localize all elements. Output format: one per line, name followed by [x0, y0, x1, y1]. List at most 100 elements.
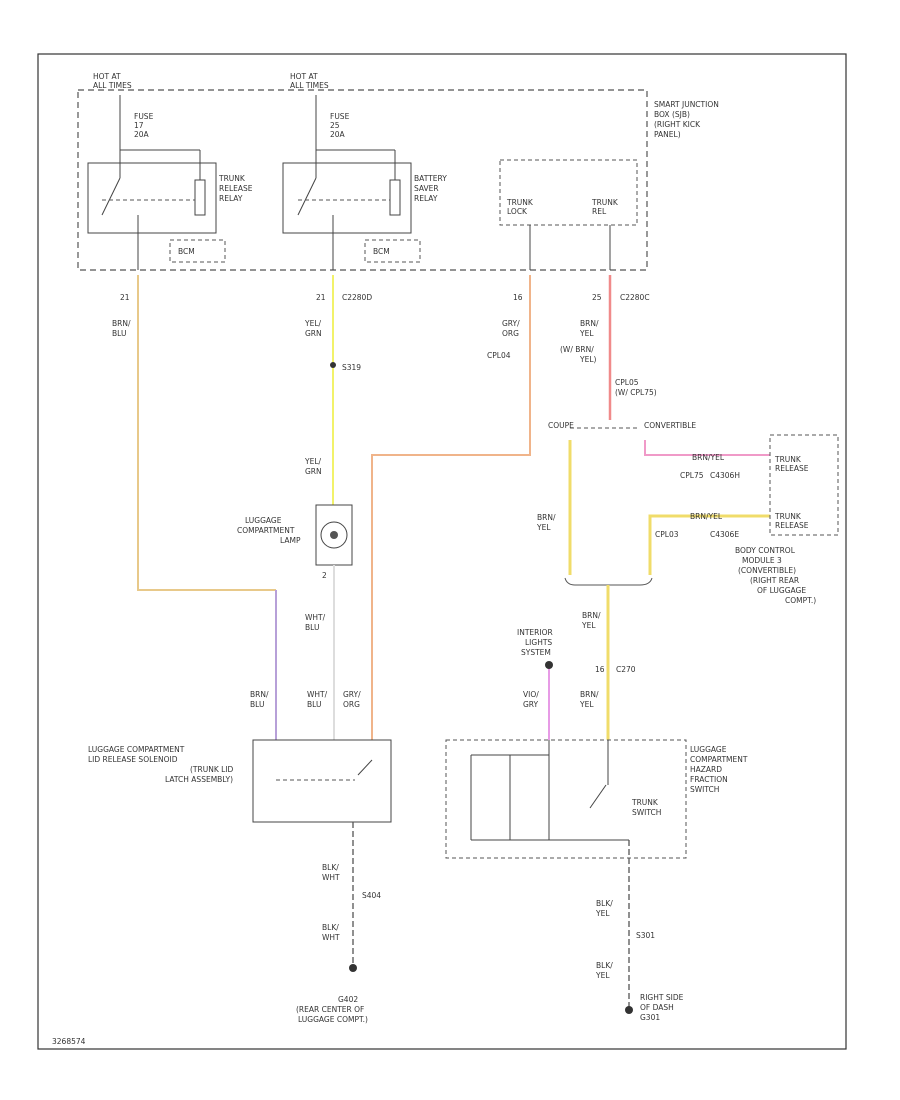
lbl-interior-a: INTERIOR [517, 628, 553, 637]
lbl-fuse2b: 25 [330, 121, 340, 130]
interior-dot [545, 661, 553, 669]
lbl-c2280d: C2280D [342, 293, 372, 302]
lbl-latch-b: LID RELEASE SOLENOID [88, 755, 178, 764]
lbl-relay1a: TRUNK [218, 174, 246, 183]
lbl-s301: S301 [636, 931, 655, 940]
lamp-bulb [320, 521, 348, 549]
lbl-w3b: ORG [502, 329, 519, 338]
lbl-latch-c: (TRUNK LID [190, 765, 234, 774]
splice-s319-dot [330, 362, 336, 368]
relay-2-coil [389, 179, 401, 216]
bcm-box-1 [169, 239, 226, 263]
lbl-s319: S319 [342, 363, 361, 372]
lbl-interior-b: LIGHTS [525, 638, 552, 647]
lbl-footer: 3268574 [52, 1037, 86, 1046]
wire-pink [644, 440, 770, 456]
lbl-sjb-c: (RIGHT KICK [654, 120, 701, 129]
latch-switch [357, 759, 373, 776]
lbl-bcm-desc-e: OF LUGGAGE [757, 586, 806, 595]
lbl-fuse1a: FUSE [134, 112, 154, 121]
lbl-w1a: BRN/ [112, 319, 131, 328]
lbl-g301-c: G301 [640, 1013, 660, 1022]
lbl-fuse1c: 20A [134, 130, 150, 139]
lbl-brnblu-low-b: BLU [250, 700, 264, 709]
lbl-fuse2c: 20A [330, 130, 346, 139]
lbl-hot1: HOT AT [93, 72, 121, 81]
lbl-brnblu-low-a: BRN/ [250, 690, 269, 699]
lbl-blkyel2b: YEL [595, 971, 610, 980]
lbl-sjb-d: PANEL) [654, 130, 681, 139]
lbl-brnyel1: BRN/YEL [692, 453, 725, 462]
lbl-c4306e: C4306E [710, 530, 739, 539]
relay-2-switch [297, 177, 317, 216]
lbl-cplo4: CPL04 [487, 351, 511, 360]
lbl-trunk-rel-b: REL [592, 207, 607, 216]
lbl-bcm-desc-b: MODULE 3 [742, 556, 782, 565]
lbl-convertible: CONVERTIBLE [644, 421, 696, 430]
bcm-box-2 [364, 239, 421, 263]
lbl-pin16: 16 [513, 293, 523, 302]
lbl-cplo5: CPL05 [615, 378, 639, 387]
lbl-lamp-b: COMPARTMENT [237, 526, 295, 535]
diagram-border [37, 53, 847, 1050]
lbl-pin25: 25 [592, 293, 602, 302]
lbl-w3a: GRY/ [502, 319, 520, 328]
lbl-w1b: BLU [112, 329, 126, 338]
lbl-whtblu-low-a: WHT/ [307, 690, 328, 699]
lbl-hot2: HOT AT [290, 72, 318, 81]
lbl-brnyel-sw-b: YEL [579, 700, 594, 709]
ground-g402-dot [349, 964, 357, 972]
lbl-relay1c: RELAY [219, 194, 243, 203]
splice-bracket [564, 577, 653, 586]
lbl-brnyel-sw-a: BRN/ [580, 690, 599, 699]
lbl-blkwht2a: BLK/ [322, 923, 339, 932]
lbl-brnyel-low-b: YEL [581, 621, 596, 630]
lbl-g301-a: RIGHT SIDE [640, 993, 684, 1002]
latch-box [252, 739, 392, 823]
lbl-bcm-desc-d: (RIGHT REAR [750, 576, 799, 585]
lbl-blkyel1b: YEL [595, 909, 610, 918]
lbl-lamp-c: LAMP [280, 536, 301, 545]
lbl-lamp-a: LUGGAGE [245, 516, 282, 525]
sjb-outline [77, 89, 648, 271]
lbl-bcm-desc-a: BODY CONTROL [735, 546, 796, 555]
lbl-yelgrn2a: YEL/ [304, 457, 321, 466]
lamp-filament [330, 531, 338, 539]
wire-conv-yel [648, 514, 770, 575]
lbl-bcm1: BCM [178, 247, 195, 256]
lbl-relay2c: RELAY [414, 194, 438, 203]
lbl-sjb-a: SMART JUNCTION [654, 100, 719, 109]
lbl-blkwht1a: BLK/ [322, 863, 339, 872]
ground-g301-dot [625, 1006, 633, 1014]
lbl-blkwht2b: WHT [322, 933, 340, 942]
wire-gry-org [371, 275, 531, 740]
lbl-coupe: COUPE [548, 421, 574, 430]
lbl-yelgrn2b: GRN [305, 467, 322, 476]
lbl-bcm-desc-c: (CONVERTIBLE) [738, 566, 796, 575]
lbl-sw-e: SWITCH [690, 785, 719, 794]
lbl-g301-b: OF DASH [640, 1003, 674, 1012]
lbl-cpl03: CPL03 [655, 530, 679, 539]
trunk-switch-blade [589, 784, 607, 809]
lbl-latch-d: LATCH ASSEMBLY) [165, 775, 233, 784]
lbl-trunk-lock: TRUNK [506, 198, 534, 207]
lbl-w2b: GRN [305, 329, 322, 338]
lbl-fuse2a: FUSE [330, 112, 350, 121]
lbl-relay2b: SAVER [414, 184, 439, 193]
lbl-brnyel-mid-b: YEL [536, 523, 551, 532]
lbl-pin21b: 21 [316, 293, 326, 302]
lbl-fuse1b: 17 [134, 121, 144, 130]
lbl-gryorg-low-a: GRY/ [343, 690, 361, 699]
lbl-w4a: BRN/ [580, 319, 599, 328]
lbl-cpl75: CPL75 [680, 471, 704, 480]
lbl-gryorg-low-b: ORG [343, 700, 360, 709]
lbl-c270: C270 [616, 665, 636, 674]
lbl-hot1b: ALL TIMES [93, 81, 132, 90]
lbl-sw-b: COMPARTMENT [690, 755, 748, 764]
lbl-trunk-rel: TRUNK [591, 198, 619, 207]
lbl-blkyel2a: BLK/ [596, 961, 613, 970]
lbl-relay1b: RELEASE [219, 184, 253, 193]
lbl-viogry-b: GRY [523, 700, 539, 709]
lbl-trunk-out-b: RELEASE [775, 464, 809, 473]
lbl-g402-a: G402 [338, 995, 358, 1004]
